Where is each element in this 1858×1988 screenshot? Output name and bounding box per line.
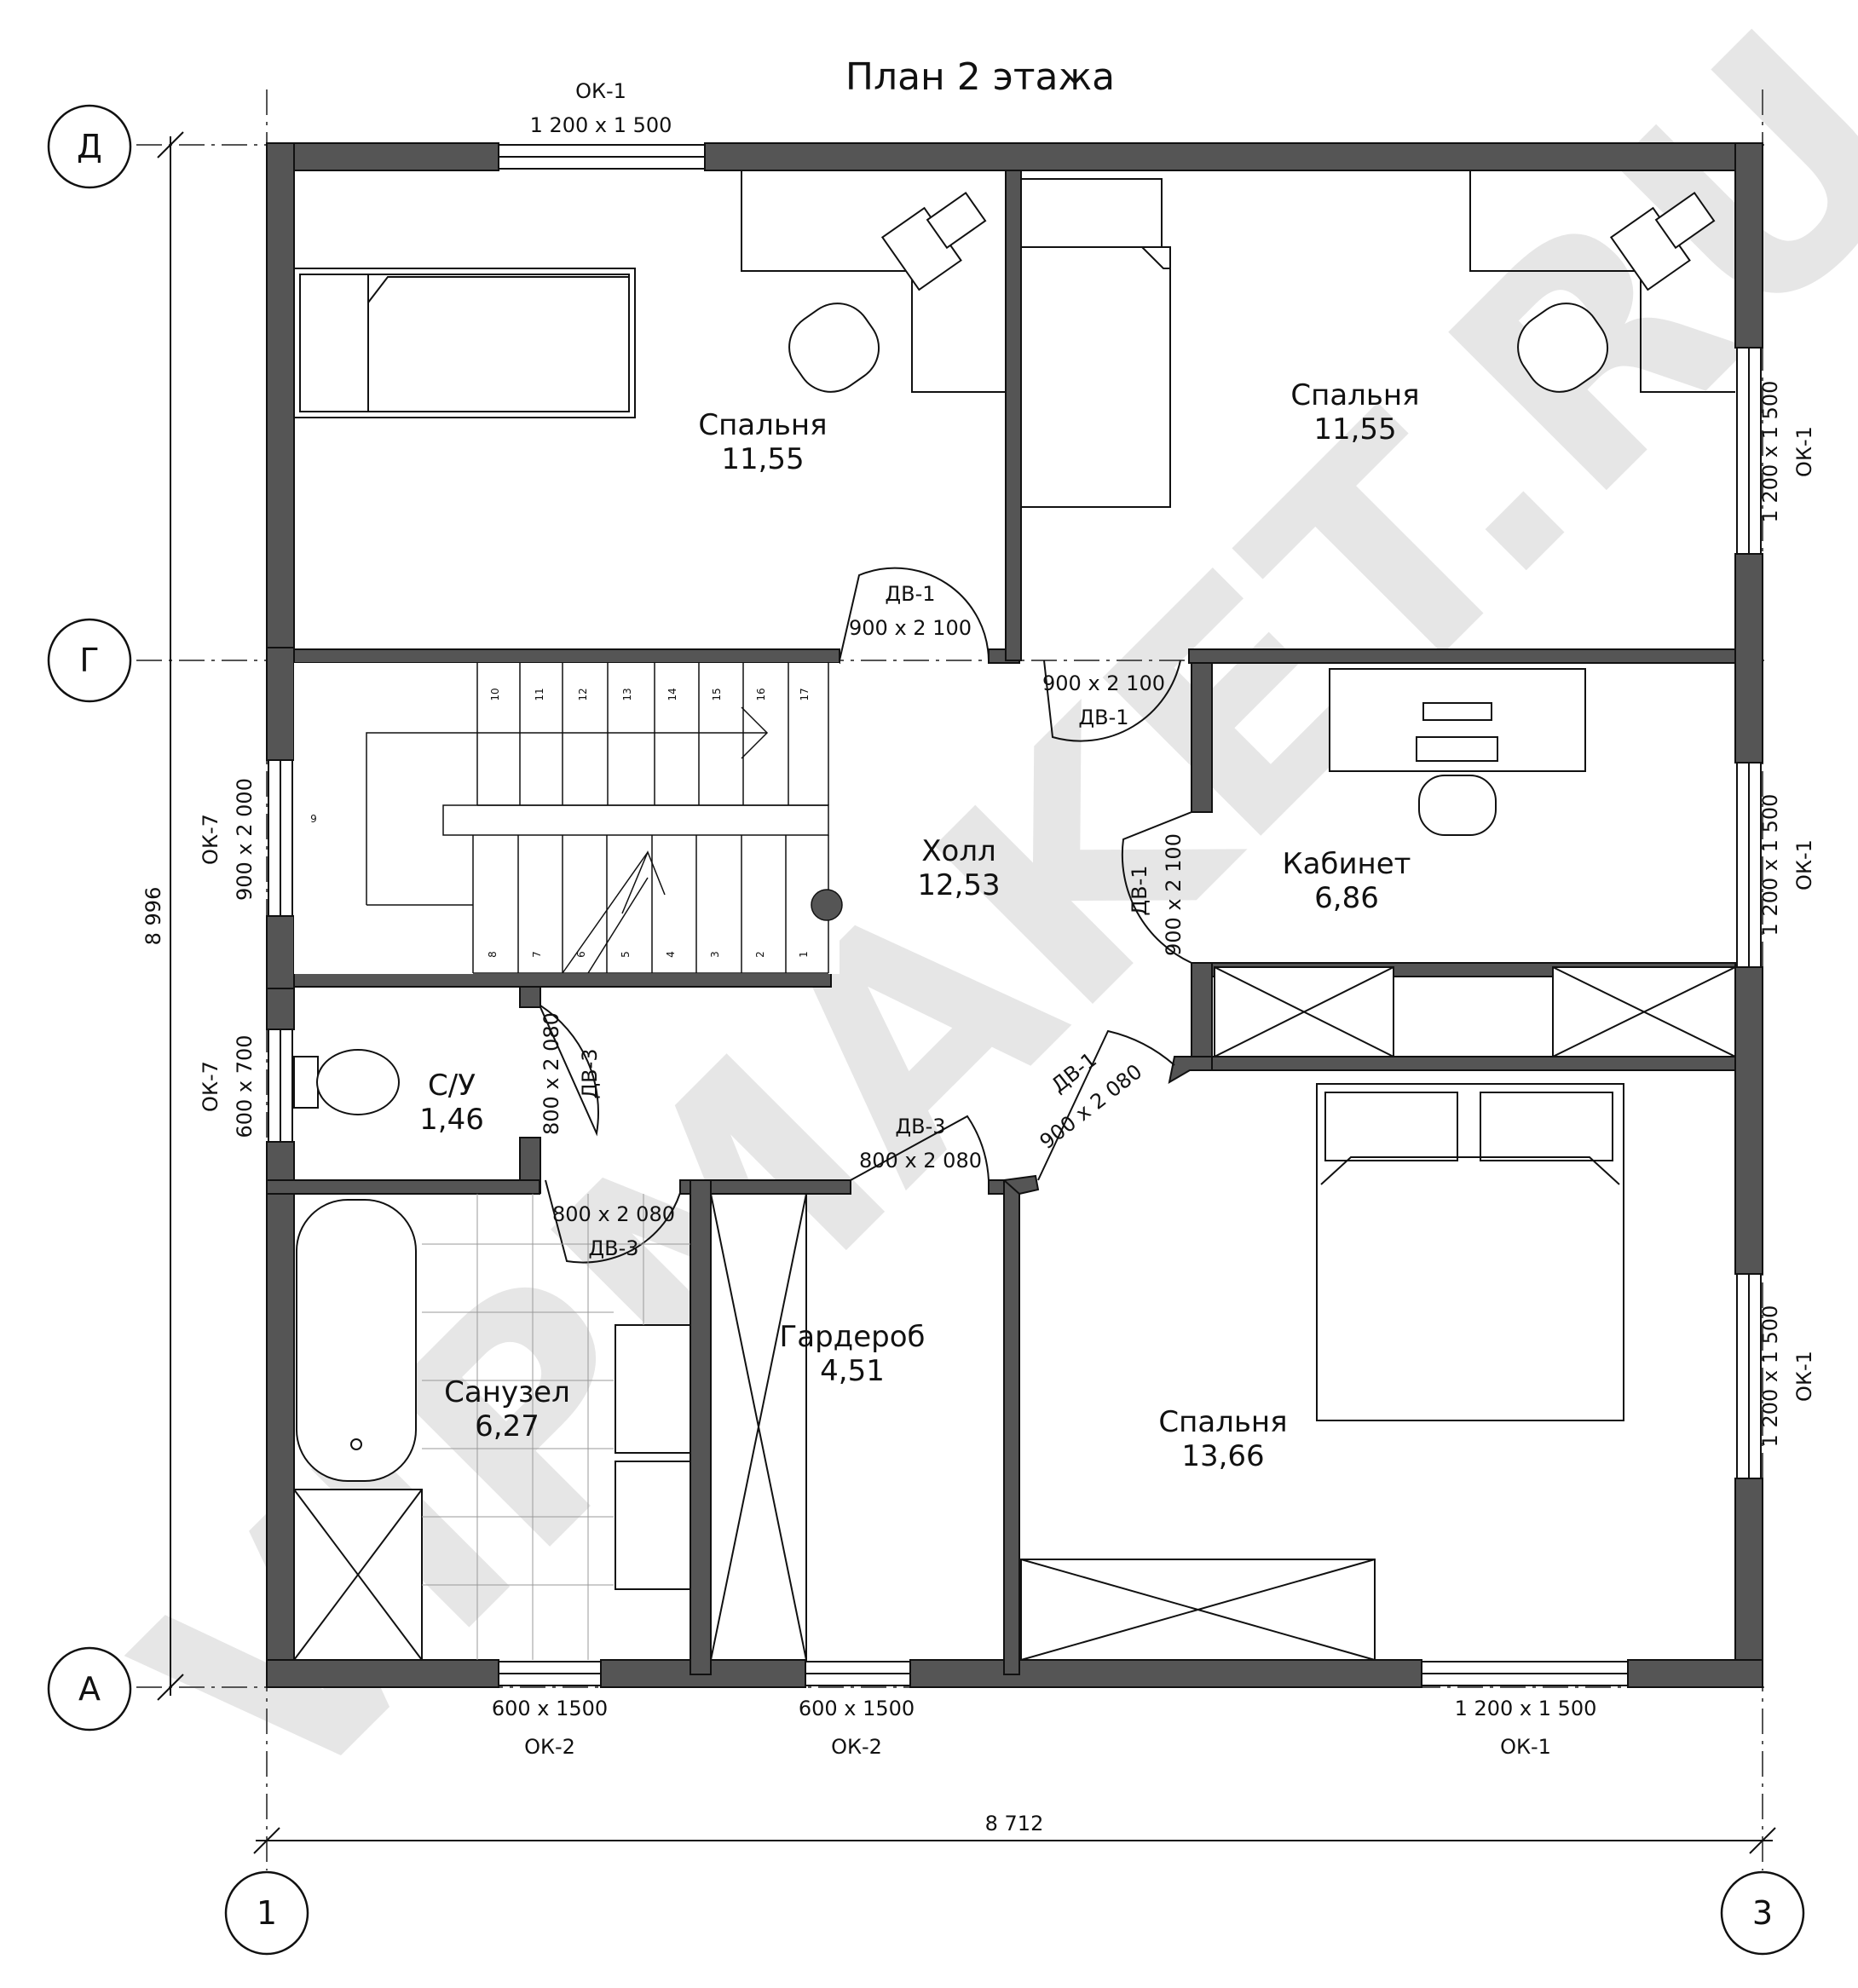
door-mark-ne: ДВ-1	[1078, 706, 1128, 729]
step-number: 5	[620, 951, 632, 958]
axis-label-3: 3	[1752, 1894, 1773, 1932]
axis-label-d: Д	[77, 128, 102, 165]
door-size-bath: 800 х 2 080	[552, 1202, 675, 1226]
windows	[268, 144, 1762, 1686]
step-number: 17	[799, 688, 811, 700]
step-number: 8	[487, 951, 499, 958]
room-name-wc: С/У	[428, 1069, 476, 1103]
step-number: 6	[575, 951, 587, 958]
room-area-wc: 1,46	[419, 1103, 484, 1137]
tile-grid	[422, 1194, 690, 1660]
door-mark-wc: ДВ-3	[578, 1048, 602, 1098]
plan-title: План 2 этажа	[845, 55, 1115, 99]
staircase	[294, 663, 843, 974]
step-number: 13	[621, 688, 633, 700]
window-mark-right-1: ОК-1	[1792, 426, 1816, 477]
room-name-bedroom-ne: Спальня	[1290, 378, 1419, 412]
sink	[615, 1461, 691, 1590]
overall-width-dimension: 8 712	[985, 1812, 1044, 1835]
window-size-left-stair: 900 х 2 000	[233, 778, 257, 901]
chair	[788, 303, 880, 393]
window-size-right-3: 1 200 х 1 500	[1758, 1305, 1782, 1448]
window-size-right-1: 1 200 х 1 500	[1758, 381, 1782, 523]
axis-bubbles: Д Г А 1 3	[47, 104, 1805, 1956]
window-mark-left-wc: ОК-7	[199, 1061, 222, 1112]
window-labels: ОК-1 1 200 х 1 500 1 200 х 1 500 ОК-1 1 …	[199, 79, 1816, 1759]
window-mark-bottom-1: ОК-2	[524, 1735, 575, 1759]
room-name-study: Кабинет	[1283, 847, 1411, 881]
room-labels: Спальня 11,55 Спальня 11,55 Холл 12,53 К…	[419, 378, 1419, 1473]
bed	[1020, 246, 1171, 508]
room-name-bedroom-nw: Спальня	[698, 408, 827, 442]
door-size-wc: 800 х 2 080	[540, 1012, 563, 1135]
door-size-wardrobe: 800 х 2 080	[859, 1149, 982, 1173]
step-number: 14	[666, 688, 678, 700]
window-mark-right-3: ОК-1	[1792, 1351, 1816, 1402]
overall-height-dimension: 8 996	[141, 887, 165, 946]
room-area-bathroom: 6,27	[475, 1409, 540, 1443]
pillow	[1020, 178, 1163, 248]
keyboard	[1416, 736, 1498, 762]
pillow	[1480, 1092, 1613, 1161]
door-mark-bath: ДВ-3	[588, 1236, 638, 1260]
door-size-ne: 900 х 2 100	[1042, 671, 1165, 695]
room-area-hall: 12,53	[917, 868, 1000, 902]
doors	[540, 567, 1192, 1264]
room-name-bathroom: Санузел	[444, 1375, 570, 1409]
step-number: 4	[665, 951, 677, 958]
step-number: 15	[711, 688, 723, 700]
axis-label-a: А	[78, 1670, 101, 1708]
step-number: 2	[754, 951, 766, 958]
furniture	[293, 170, 1736, 1661]
window-mark-left-stair: ОК-7	[199, 814, 222, 865]
window-mark-right-2: ОК-1	[1792, 839, 1816, 890]
door-mark-wardrobe: ДВ-3	[895, 1115, 945, 1138]
step-number: 1	[798, 951, 810, 958]
step-number: 12	[577, 688, 589, 700]
window-size-left-wc: 600 х 700	[233, 1034, 257, 1138]
door-size-nw: 900 х 2 100	[849, 616, 972, 640]
room-name-hall: Холл	[921, 834, 996, 868]
bathtub	[296, 1199, 417, 1482]
room-area-bedroom-ne: 11,55	[1313, 412, 1396, 447]
room-name-wardrobe: Гардероб	[780, 1320, 926, 1354]
room-area-bedroom-nw: 11,55	[721, 442, 804, 476]
room-name-bedroom-se: Спальня	[1158, 1405, 1287, 1439]
door-mark-study: ДВ-1	[1128, 865, 1151, 915]
room-area-bedroom-se: 13,66	[1181, 1439, 1264, 1473]
stair-step-numbers: 10 11 12 13 14 15 16 17 9 8 7 6 5 4 3 2 …	[310, 688, 811, 957]
toilet-bowl	[316, 1049, 400, 1115]
window-mark-bottom-2: ОК-2	[831, 1735, 882, 1759]
window-mark-top: ОК-1	[575, 79, 626, 103]
monitor	[926, 192, 987, 250]
axis-label-g: Г	[79, 642, 99, 679]
monitor	[1422, 702, 1492, 721]
door-mark-nw: ДВ-1	[885, 582, 935, 606]
window-size-bottom-1: 600 х 1500	[492, 1697, 608, 1720]
step-number: 11	[534, 688, 545, 700]
step-number: 16	[755, 688, 767, 700]
door-size-study: 900 х 2 100	[1162, 833, 1186, 956]
axis-label-1: 1	[257, 1894, 277, 1932]
window-size-bottom-2: 600 х 1500	[799, 1697, 915, 1720]
window-size-bottom-3: 1 200 х 1 500	[1455, 1697, 1597, 1720]
room-area-wardrobe: 4,51	[820, 1354, 885, 1388]
window-size-right-2: 1 200 х 1 500	[1758, 794, 1782, 936]
room-area-study: 6,86	[1314, 881, 1379, 915]
window-mark-bottom-3: ОК-1	[1500, 1735, 1551, 1759]
sink	[615, 1324, 691, 1454]
toilet-tank	[293, 1056, 319, 1109]
window-size-top: 1 200 х 1 500	[530, 113, 672, 137]
dimension-lines	[157, 131, 1776, 1854]
chair	[1517, 303, 1609, 393]
step-number-landing: 9	[310, 813, 317, 825]
step-number: 10	[489, 688, 501, 700]
step-number: 3	[709, 951, 721, 958]
monitor	[1654, 192, 1716, 250]
step-number: 7	[531, 951, 543, 958]
chair	[1418, 775, 1497, 836]
pillow	[299, 274, 369, 412]
pillow	[1324, 1092, 1458, 1161]
